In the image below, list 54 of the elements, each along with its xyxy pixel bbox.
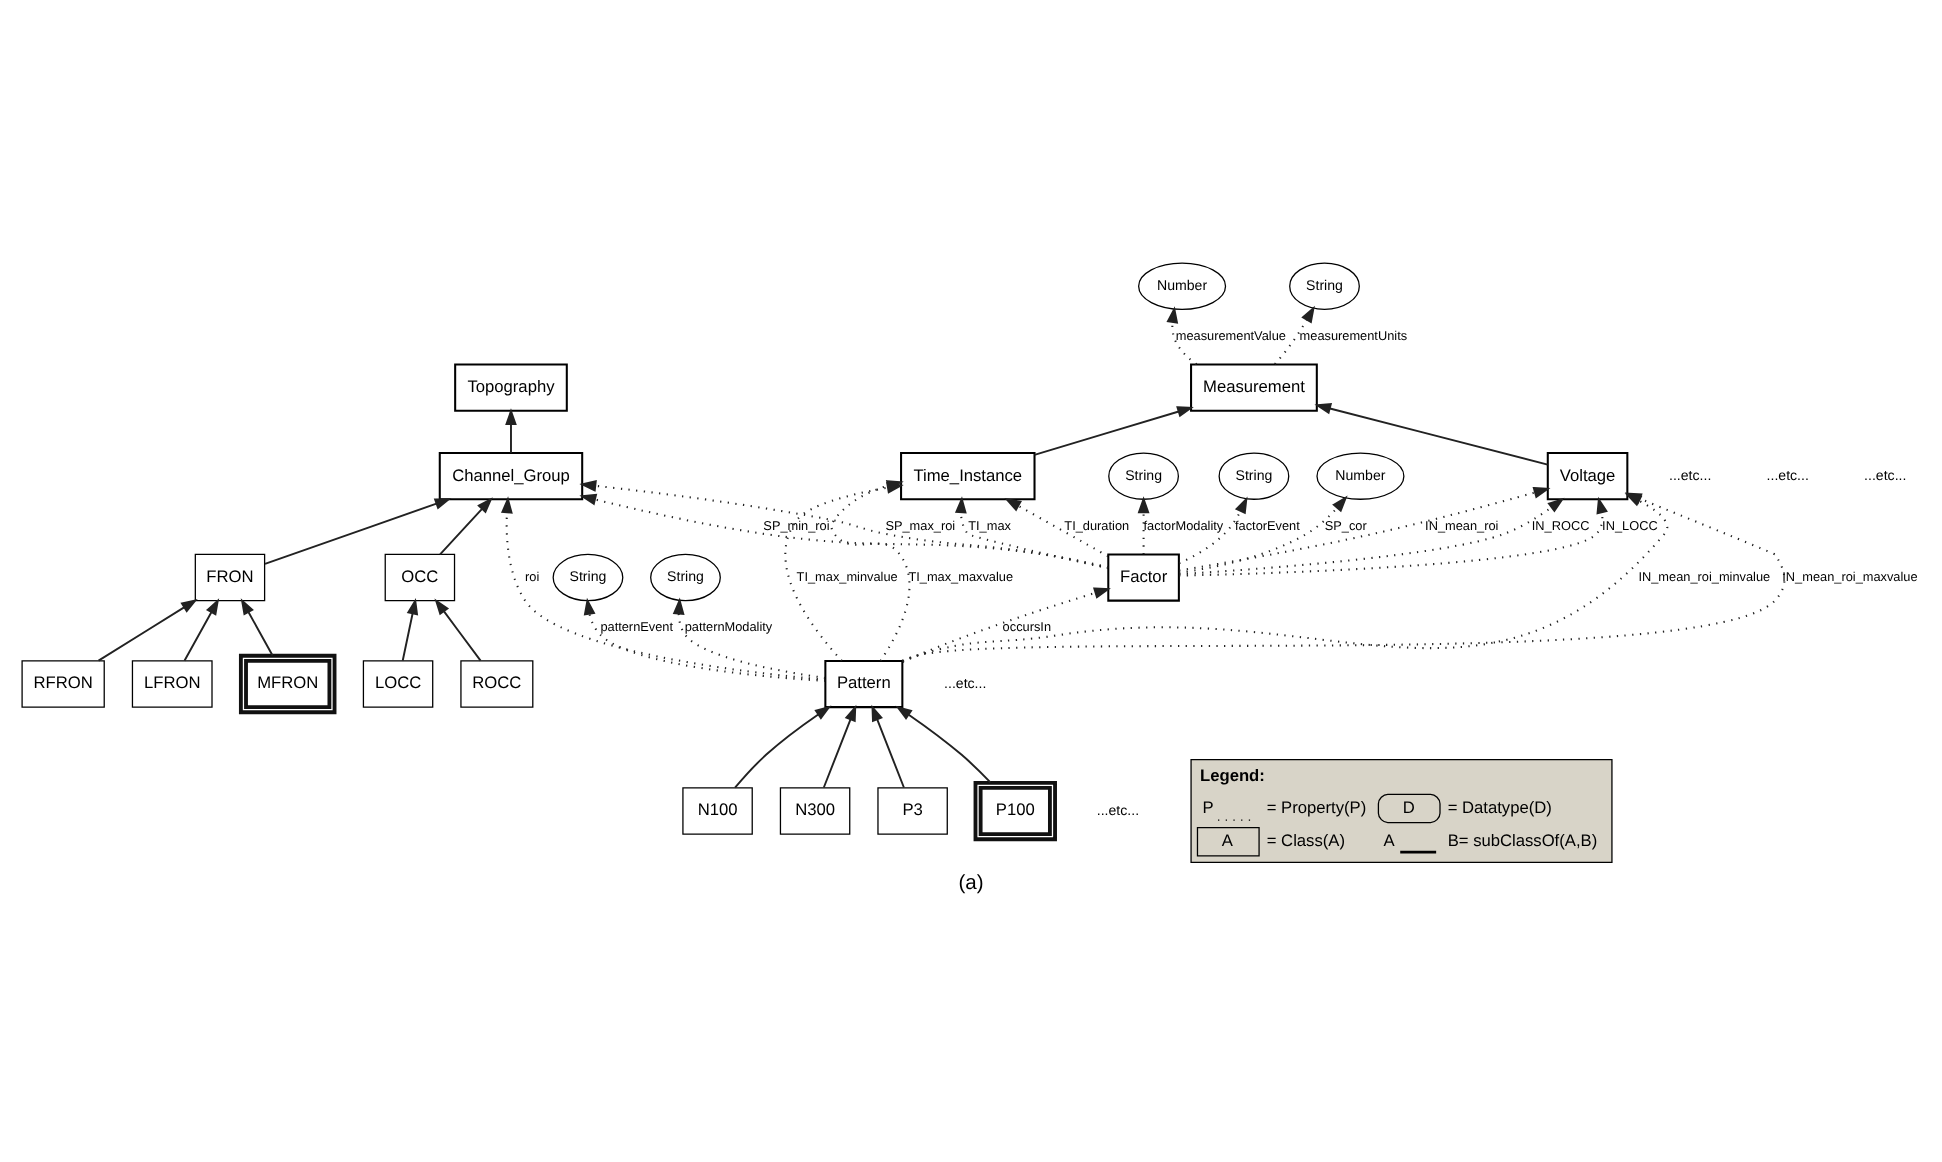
arrow [902, 586, 1111, 662]
legend-label: = Datatype(D) [1447, 795, 1552, 816]
caption: (a) [958, 872, 984, 895]
node-box: LFRON [131, 659, 213, 707]
arrow [1178, 494, 1348, 573]
node-box: Measurement [1190, 362, 1318, 411]
node-box: OCC [384, 552, 456, 601]
node-box: RFRON [21, 659, 105, 707]
arrow [1274, 304, 1315, 364]
node-box: Channel_Group [438, 451, 584, 500]
arrow [97, 597, 198, 661]
node-box: P3 [877, 786, 948, 834]
node-box: ROCC [460, 659, 534, 707]
node-box: Time_Instance [900, 451, 1036, 500]
arrow [434, 597, 482, 661]
node-box: P100 [973, 779, 1057, 841]
arrow [183, 597, 220, 661]
arrow [401, 596, 419, 661]
arrow [1033, 405, 1194, 455]
legend-label: B= subClassOf(A,B) [1447, 829, 1598, 850]
arrow [583, 596, 826, 681]
label: P [1202, 795, 1214, 816]
legend-label: = Property(P) [1266, 795, 1367, 816]
node-box: FRON [194, 552, 266, 601]
node-box: Factor [1107, 552, 1180, 601]
node-box: N300 [779, 786, 851, 834]
label: D [1402, 795, 1415, 816]
arrow [1179, 485, 1551, 571]
node-box: MFRON [238, 652, 337, 714]
arrow [895, 704, 992, 783]
arrow [1137, 495, 1150, 554]
node-box: Pattern [824, 658, 904, 708]
arrow [240, 597, 274, 656]
arrow [954, 495, 1109, 569]
arrow [672, 596, 826, 678]
arrow [734, 704, 832, 788]
arrow [871, 703, 905, 788]
label: Legend: [1200, 763, 1265, 784]
arrow [822, 703, 857, 788]
node-box: N100 [682, 786, 753, 834]
node-box: Voltage [1546, 451, 1629, 500]
legend-label: = Class(A) [1266, 829, 1345, 850]
arrow [505, 407, 517, 453]
arrow [1178, 495, 1248, 564]
arrow [264, 497, 452, 564]
label: A [1221, 829, 1233, 850]
arrow [1004, 496, 1109, 557]
node-box: LOCC [362, 659, 434, 707]
arrow [439, 496, 493, 555]
label: A [1383, 829, 1395, 850]
arrow [1314, 401, 1549, 465]
arrow [1166, 305, 1198, 365]
node-box: Topography [454, 362, 568, 411]
arrow [500, 495, 826, 680]
